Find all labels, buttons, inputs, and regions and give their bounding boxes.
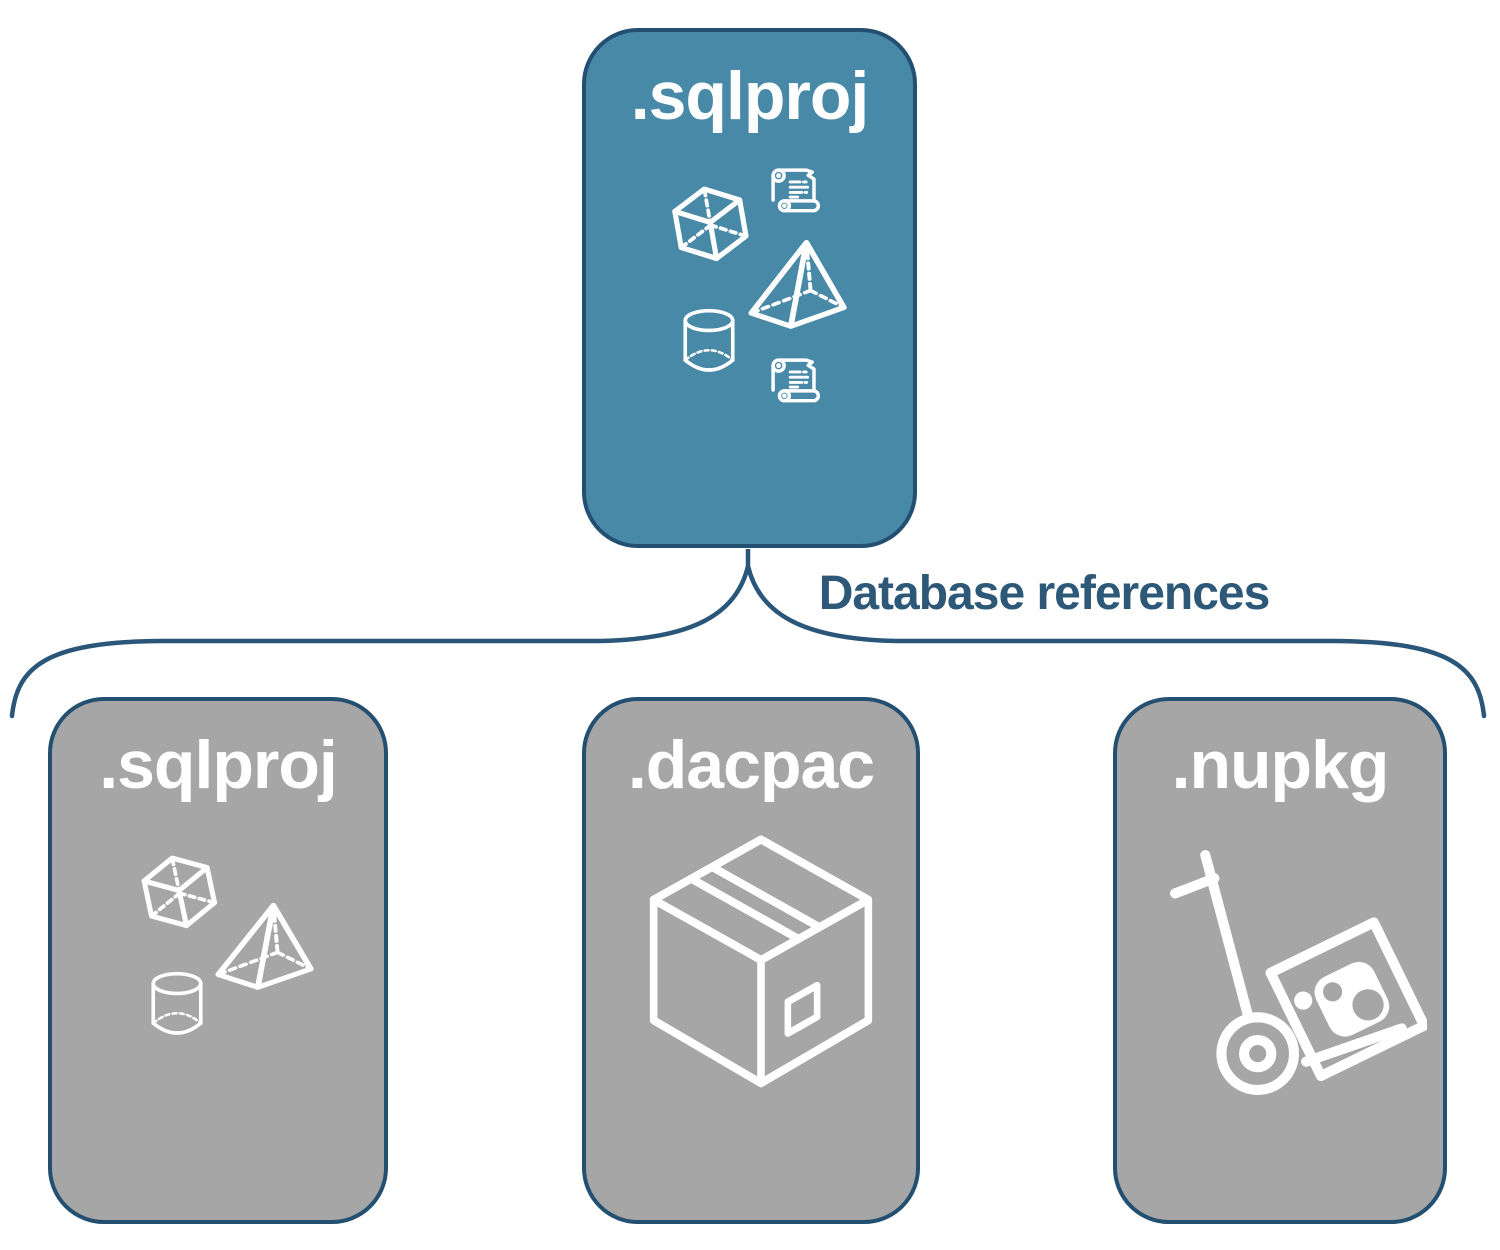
- card-main-sqlproj: .sqlproj: [582, 28, 917, 548]
- card-child-dacpac-title: .dacpac: [627, 727, 875, 803]
- pyramid-3d-icon: [211, 899, 315, 991]
- card-child-sqlproj: .sqlproj: [48, 697, 388, 1224]
- scroll-script-icon: [767, 164, 825, 222]
- card-child-nupkg-title: .nupkg: [1171, 727, 1390, 803]
- connector-label: Database references: [818, 567, 1271, 620]
- cylinder-database-icon: [144, 964, 210, 1044]
- pyramid-3d-icon: [744, 236, 848, 330]
- card-main-title: .sqlproj: [630, 58, 870, 134]
- card-child-dacpac: .dacpac: [582, 697, 920, 1224]
- package-box-icon: [639, 829, 883, 1091]
- nuget-handtruck-icon: [1165, 841, 1427, 1103]
- card-child-sqlproj-title: .sqlproj: [99, 727, 338, 803]
- cylinder-database-icon: [676, 302, 742, 380]
- scroll-script-icon: [767, 354, 825, 412]
- card-child-nupkg: .nupkg: [1113, 697, 1447, 1224]
